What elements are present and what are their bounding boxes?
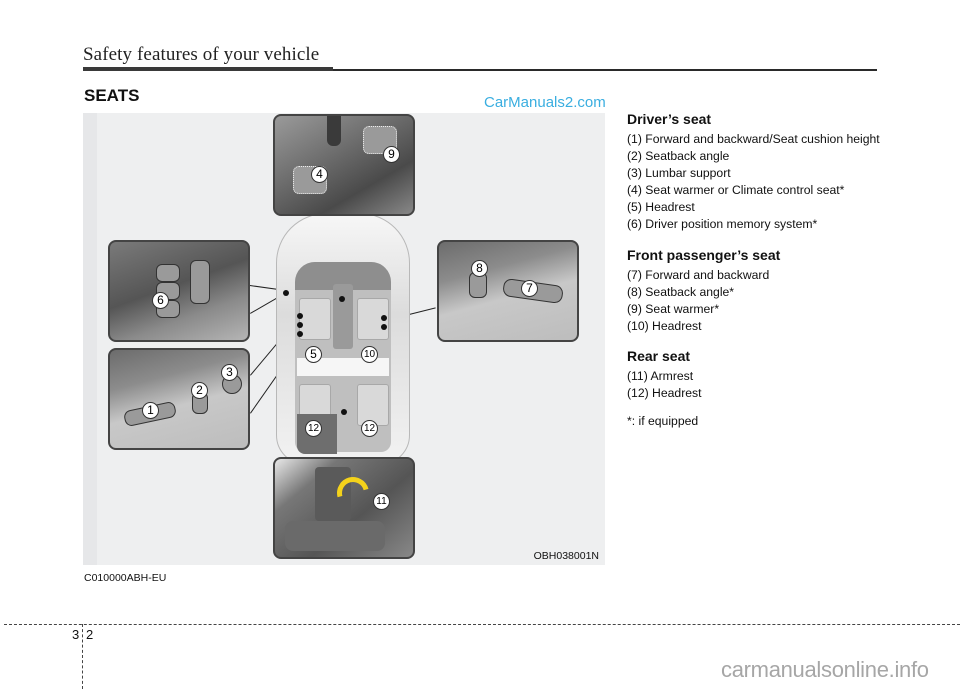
header-rule-thick — [83, 67, 333, 71]
seat-switch-marker — [297, 331, 303, 337]
memory-set-button[interactable] — [156, 264, 180, 282]
front-passenger-seat-heading: Front passenger’s seat — [627, 247, 781, 263]
callout-12-right: 12 — [361, 420, 378, 437]
drivers-seat-list: (1) Forward and backward/Seat cushion he… — [627, 131, 927, 233]
figure-code: OBH038001N — [533, 550, 599, 562]
front-passenger-seat-list: (7) Forward and backward (8) Seatback an… — [627, 267, 927, 335]
illustration-margin — [83, 113, 97, 565]
car-top-view: 5 10 12 12 — [276, 213, 410, 465]
rear-seat-list: (11) Armrest (12) Headrest — [627, 368, 927, 402]
callout-9: 9 — [383, 146, 400, 163]
console-marker — [339, 296, 345, 302]
callout-11: 11 — [373, 493, 390, 510]
passenger-switch-marker — [381, 324, 387, 330]
list-item: (7) Forward and backward — [627, 268, 770, 282]
callout-6: 6 — [152, 292, 169, 309]
detail-panel-memory-system: 6 — [108, 240, 250, 342]
drivers-seat-heading: Driver’s seat — [627, 111, 712, 127]
callout-12-left: 12 — [305, 420, 322, 437]
armrest-marker — [341, 409, 347, 415]
detail-panel-seat-warmers: 4 9 — [273, 114, 415, 216]
rear-seat-heading: Rear seat — [627, 348, 691, 364]
list-item: (6) Driver position memory system* — [627, 217, 818, 231]
list-item: (5) Headrest — [627, 200, 695, 214]
passenger-switch-marker — [381, 315, 387, 321]
detail-panel-passenger-seat-switches: 8 7 — [437, 240, 579, 342]
callout-3: 3 — [221, 364, 238, 381]
rear-armrest[interactable] — [315, 467, 351, 521]
seat-switch-marker — [297, 313, 303, 319]
callout-10: 10 — [361, 346, 378, 363]
callout-1: 1 — [142, 402, 159, 419]
reference-code: C010000ABH-EU — [84, 572, 167, 584]
list-item: (10) Headrest — [627, 319, 702, 333]
footer-divider — [82, 624, 83, 689]
seat-legend: Driver’s seat (1) Forward and backward/S… — [627, 111, 927, 428]
center-console — [333, 284, 353, 349]
callout-5: 5 — [305, 346, 322, 363]
seat-controls-illustration: 5 10 12 12 4 9 6 1 2 3 8 7 — [83, 113, 605, 565]
gear-shift-lever — [327, 116, 341, 146]
chapter-number: 3 — [72, 627, 80, 642]
callout-8: 8 — [471, 260, 488, 277]
list-item: (4) Seat warmer or Climate control seat* — [627, 183, 845, 197]
watermark-link-bottom[interactable]: carmanualsonline.info — [721, 657, 929, 682]
list-item: (3) Lumbar support — [627, 166, 731, 180]
list-item: (9) Seat warmer* — [627, 302, 720, 316]
watermark-link-top[interactable]: CarManuals2.com — [484, 94, 606, 111]
rear-seat-cushion — [285, 521, 385, 551]
list-item: (2) Seatback angle — [627, 149, 730, 163]
seat-switch-marker — [297, 322, 303, 328]
header-rule-thin — [333, 69, 877, 71]
list-item: (1) Forward and backward/Seat cushion he… — [627, 132, 880, 146]
footer-rule — [4, 624, 960, 625]
page-number: 2 — [86, 627, 94, 642]
easy-access-button[interactable] — [190, 260, 210, 304]
driver-seat[interactable] — [299, 298, 331, 340]
memory-switch-marker — [283, 290, 289, 296]
list-item: (11) Armrest — [627, 369, 694, 383]
section-title: SEATS — [84, 86, 140, 105]
callout-2: 2 — [191, 382, 208, 399]
rear-right-seat[interactable] — [357, 384, 389, 426]
detail-panel-rear-armrest: 11 — [273, 457, 415, 559]
detail-panel-driver-seat-switches: 1 2 3 — [108, 348, 250, 450]
list-item: (12) Headrest — [627, 386, 702, 400]
list-item: (8) Seatback angle* — [627, 285, 735, 299]
running-header-title: Safety features of your vehicle — [83, 44, 320, 65]
callout-7: 7 — [521, 280, 538, 297]
footnote: *: if equipped — [627, 414, 699, 428]
callout-4: 4 — [311, 166, 328, 183]
